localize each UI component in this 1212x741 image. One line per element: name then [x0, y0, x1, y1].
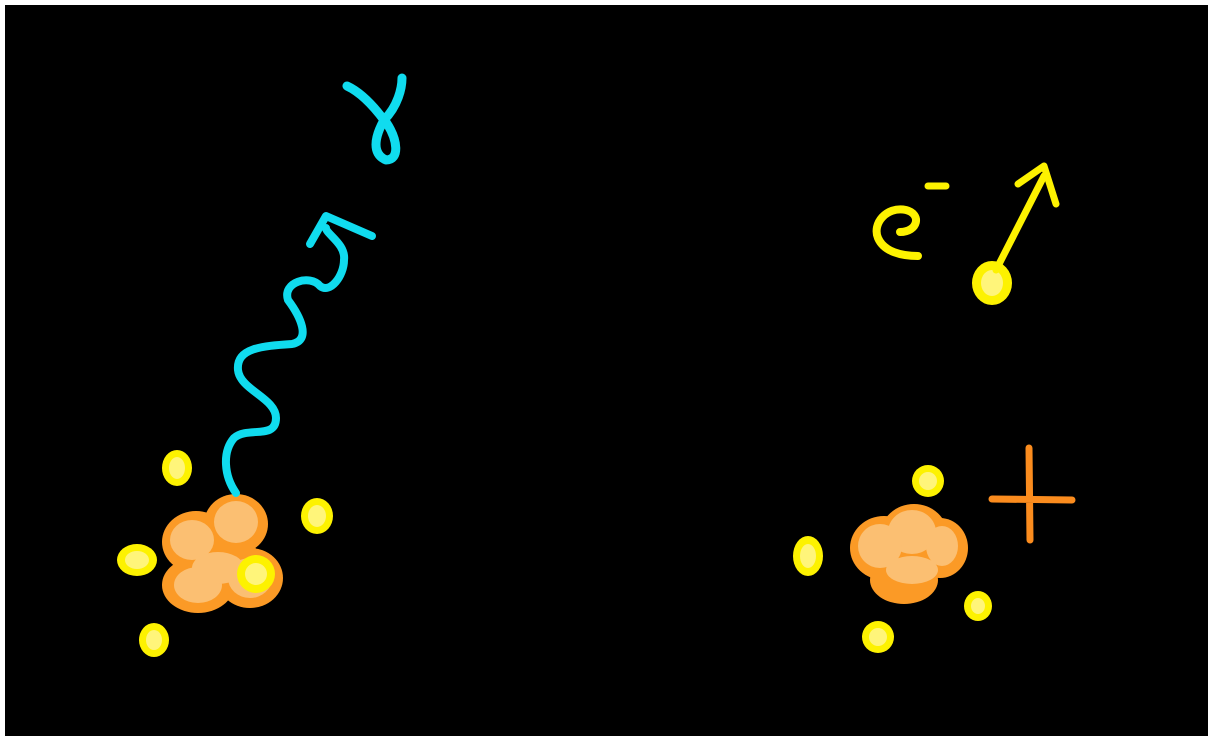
background [5, 5, 1208, 736]
atom-before [117, 450, 333, 657]
gamma-ray-arrow-icon [222, 212, 376, 497]
electron-right-2 [793, 536, 823, 576]
electron-left-1 [162, 450, 192, 486]
positive-charge-label: + [988, 444, 1076, 544]
electron-left-4 [237, 555, 275, 593]
atom-after [793, 465, 992, 653]
electron-right-4 [862, 621, 894, 653]
electron-label: e - [872, 182, 950, 260]
electron-left-2 [301, 498, 333, 534]
ejected-electron [972, 261, 1012, 305]
electron-right-3 [964, 591, 992, 621]
electron-arrow-icon [992, 162, 1060, 274]
electron-right-1 [912, 465, 944, 497]
electron-left-3 [117, 544, 157, 576]
gamma-label: γ [342, 73, 407, 165]
nucleus-right [850, 504, 968, 604]
electron-left-5 [139, 623, 169, 657]
